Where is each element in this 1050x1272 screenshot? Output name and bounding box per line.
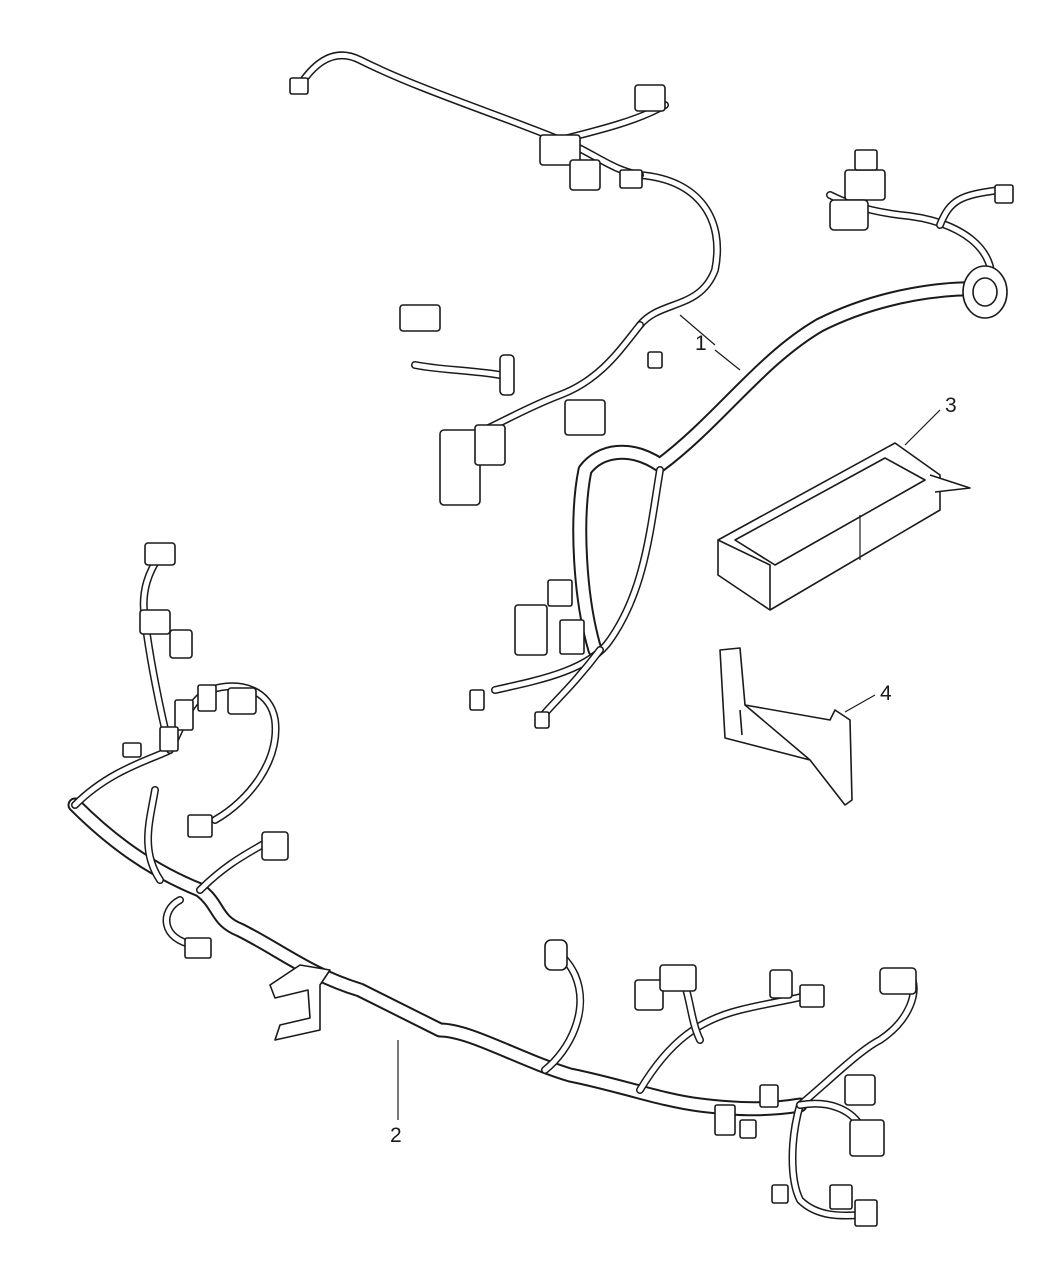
callout-3: 3 (904, 394, 957, 446)
callout-label-3: 3 (945, 394, 957, 417)
callout-4: 4 (844, 682, 892, 713)
callout-2: 2 (390, 1040, 402, 1147)
mounting-bracket (719, 647, 853, 806)
callout-label-2: 2 (390, 1124, 402, 1147)
wiring-harness-lower (67, 542, 918, 1227)
callout-label-1: 1 (695, 332, 707, 355)
relay-box-tray (717, 442, 971, 611)
callout-1: 1 (679, 314, 741, 371)
wiring-harness-upper (289, 51, 1014, 729)
callout-label-4: 4 (880, 682, 892, 705)
